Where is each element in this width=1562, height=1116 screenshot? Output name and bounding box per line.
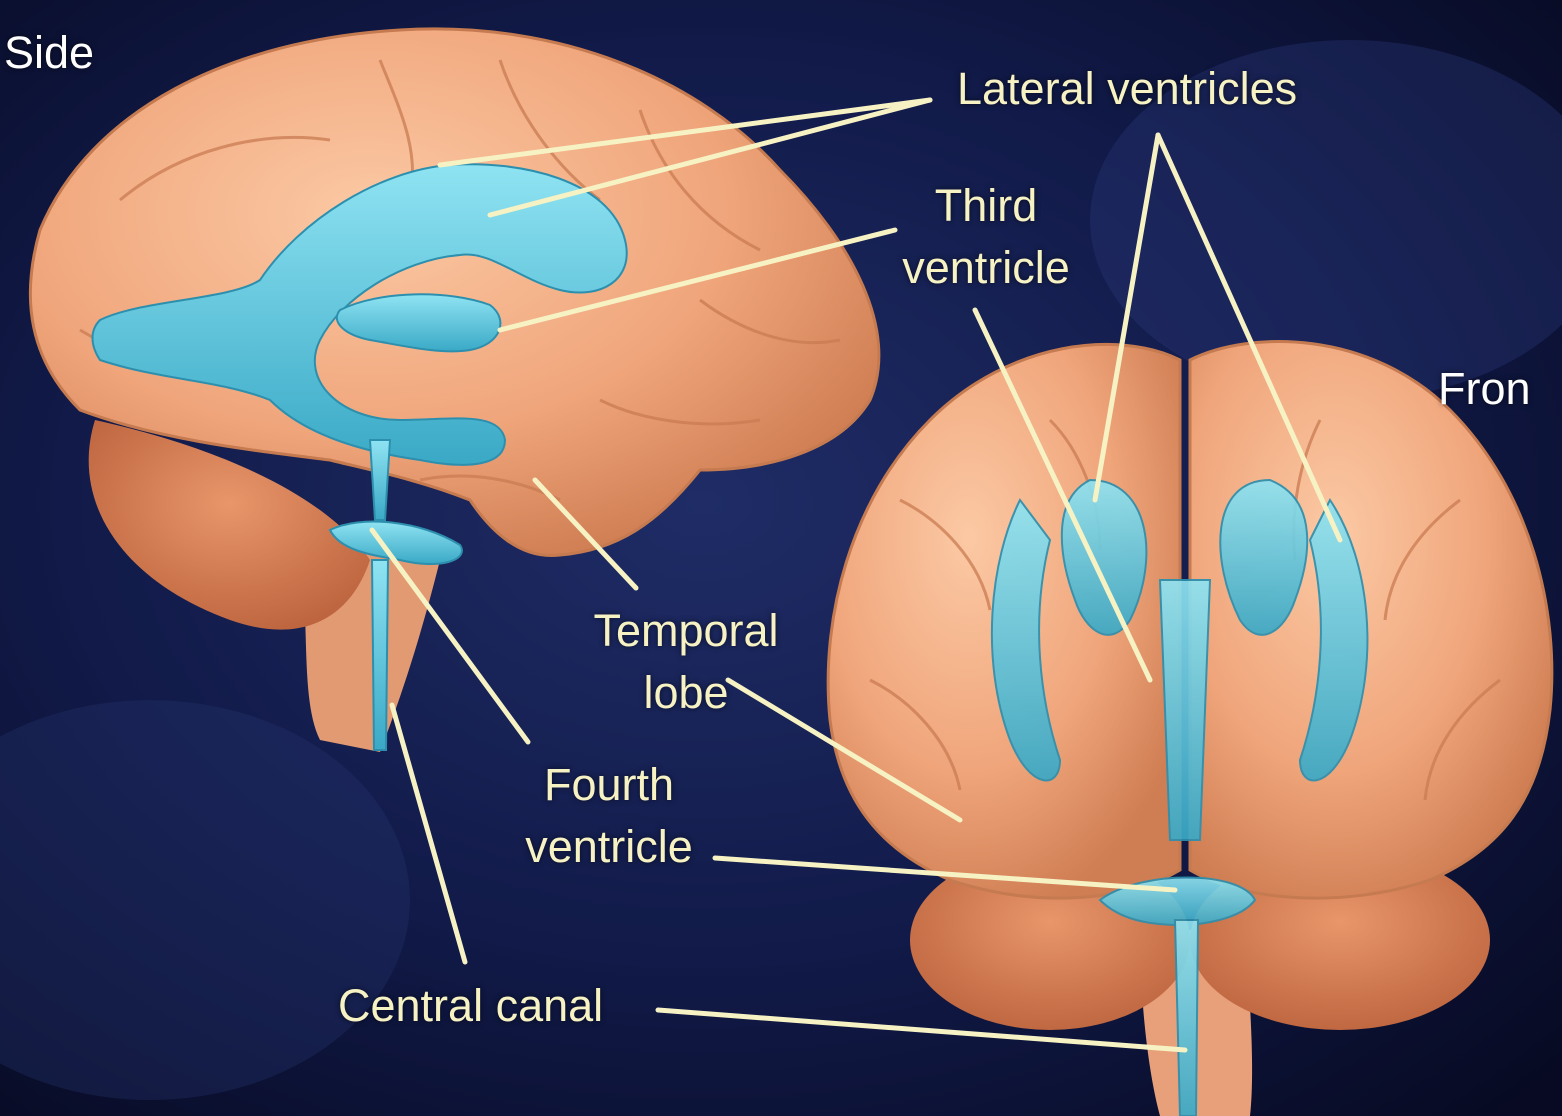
label-third-ventricle-line2: ventricle [886, 237, 1086, 299]
label-temporal-lobe-line2: lobe [574, 662, 798, 724]
view-label-front: Fron [1438, 358, 1531, 420]
label-fourth-ventricle: Fourth ventricle [508, 754, 710, 878]
front-central-canal [1175, 920, 1198, 1116]
label-central-canal-text: Central canal [338, 975, 603, 1037]
label-fourth-ventricle-line1: Fourth [508, 754, 710, 816]
label-third-ventricle: Third ventricle [886, 175, 1086, 299]
label-lateral-ventricles: Lateral ventricles [957, 58, 1297, 120]
view-label-side-text: Side [4, 22, 94, 84]
label-temporal-lobe-line1: Temporal [574, 600, 798, 662]
side-central-canal [372, 560, 388, 750]
label-third-ventricle-line1: Third [886, 175, 1086, 237]
label-lateral-ventricles-text: Lateral ventricles [957, 58, 1297, 120]
front-third-ventricle [1160, 580, 1210, 840]
view-label-front-text: Fron [1438, 358, 1531, 420]
label-fourth-ventricle-line2: ventricle [508, 816, 710, 878]
label-temporal-lobe: Temporal lobe [574, 600, 798, 724]
view-label-side: Side [4, 22, 94, 84]
label-central-canal: Central canal [338, 975, 603, 1037]
